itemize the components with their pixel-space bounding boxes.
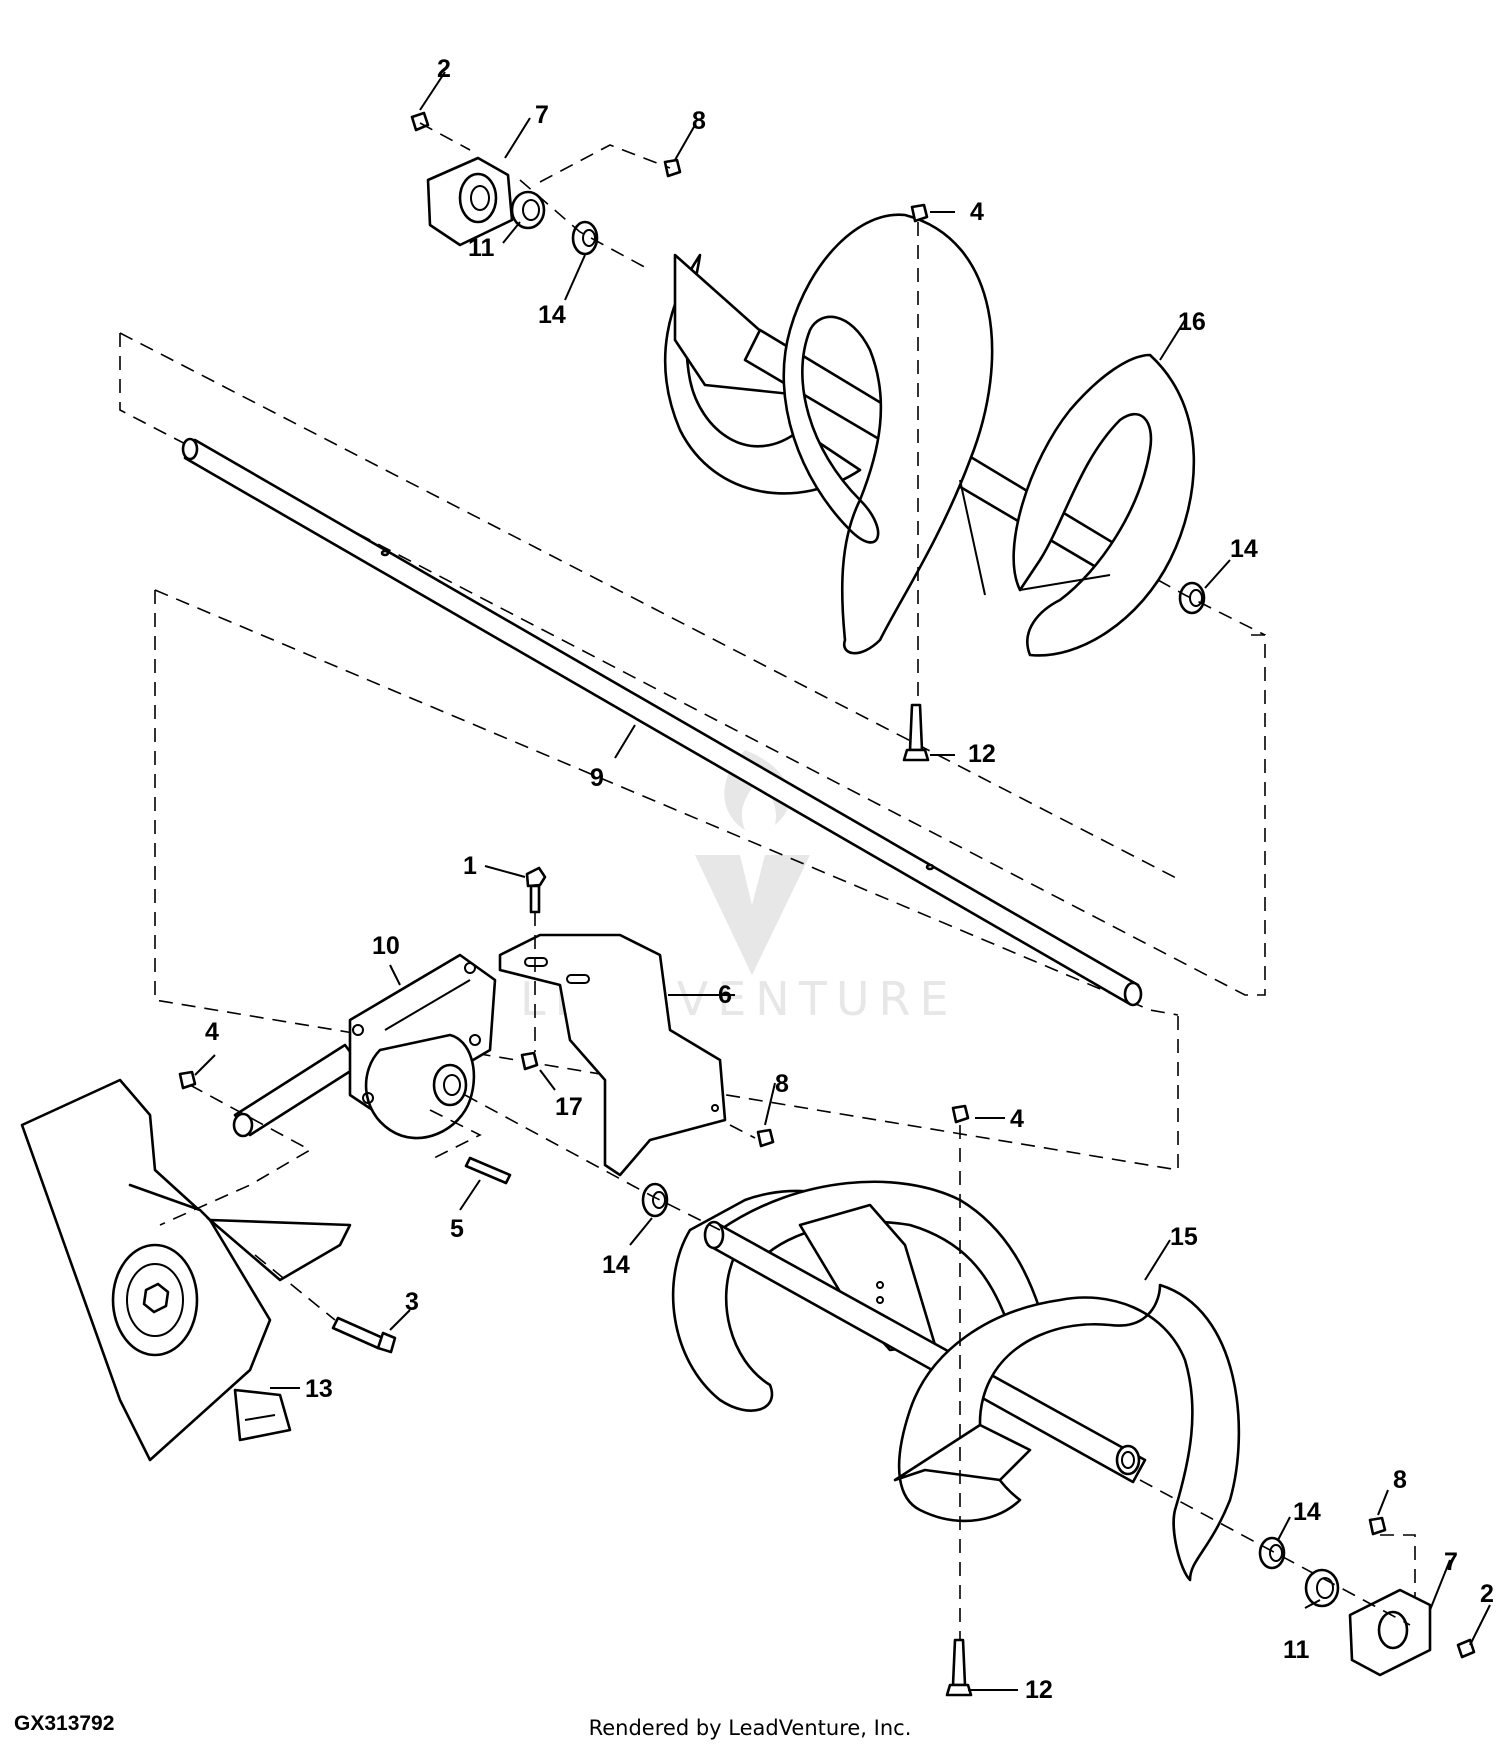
- bushing-bottom: [1258, 1536, 1286, 1570]
- callout-8-mid: 8: [775, 1070, 789, 1098]
- callout-3: 3: [405, 1288, 419, 1316]
- bushing-mid: [641, 1182, 669, 1218]
- bushing-upper-right: [1178, 581, 1206, 615]
- flange-bearing-bottom: [1348, 1588, 1432, 1677]
- callout-14-mid: 14: [602, 1251, 630, 1279]
- collar-top: [510, 190, 546, 230]
- auger-housing-plate: [20, 1078, 352, 1462]
- auger-shaft: [181, 437, 1143, 1007]
- callout-11-top: 11: [468, 234, 495, 262]
- callout-16: 16: [1178, 308, 1206, 336]
- callout-14-right: 14: [1230, 535, 1258, 563]
- callout-5: 5: [450, 1215, 464, 1243]
- callout-17: 17: [555, 1093, 583, 1121]
- callout-8-top: 8: [692, 107, 706, 135]
- callout-2-bottom: 2: [1480, 1580, 1494, 1608]
- callout-14-bottom: 14: [1293, 1498, 1321, 1526]
- assembly-path-lines: [159, 122, 1416, 1640]
- callout-8-bottom: 8: [1393, 1466, 1407, 1494]
- callout-14-top: 14: [538, 301, 566, 329]
- callout-12-bottom: 12: [1025, 1676, 1053, 1704]
- figure-id: GX313792: [14, 1712, 115, 1735]
- callout-15: 15: [1170, 1223, 1198, 1251]
- callout-4-right: 4: [1010, 1105, 1024, 1133]
- gearbox: [232, 953, 497, 1140]
- flange-bearing-top: [426, 156, 514, 247]
- callout-4-left: 4: [205, 1018, 219, 1046]
- upper-auger: [663, 213, 1196, 657]
- lower-auger: [671, 1180, 1241, 1582]
- callout-4-top: 4: [970, 198, 984, 226]
- callout-12-top: 12: [968, 740, 996, 768]
- render-credit: Rendered by LeadVenture, Inc.: [588, 1716, 912, 1740]
- callout-1: 1: [463, 852, 477, 880]
- bushing-top: [571, 220, 599, 256]
- fasteners: [178, 111, 1476, 1697]
- leader-lines: [194, 71, 1491, 1691]
- callout-labels: 2 7 8 11 14 4 16 14 12 9 1 10 6 4 17 8 4…: [205, 55, 1494, 1704]
- callout-2-top: 2: [437, 55, 451, 83]
- callout-10: 10: [372, 932, 400, 960]
- callout-7-bottom: 7: [1444, 1548, 1458, 1576]
- callout-7-top: 7: [535, 101, 549, 129]
- gearbox-bracket: [498, 933, 727, 1177]
- callout-6: 6: [718, 981, 732, 1009]
- shaft-phantom-box-upper: [119, 332, 1266, 996]
- callout-9: 9: [590, 764, 604, 792]
- callout-13: 13: [305, 1375, 333, 1403]
- callout-11-bottom: 11: [1283, 1636, 1310, 1664]
- collar-bottom: [1304, 1568, 1340, 1608]
